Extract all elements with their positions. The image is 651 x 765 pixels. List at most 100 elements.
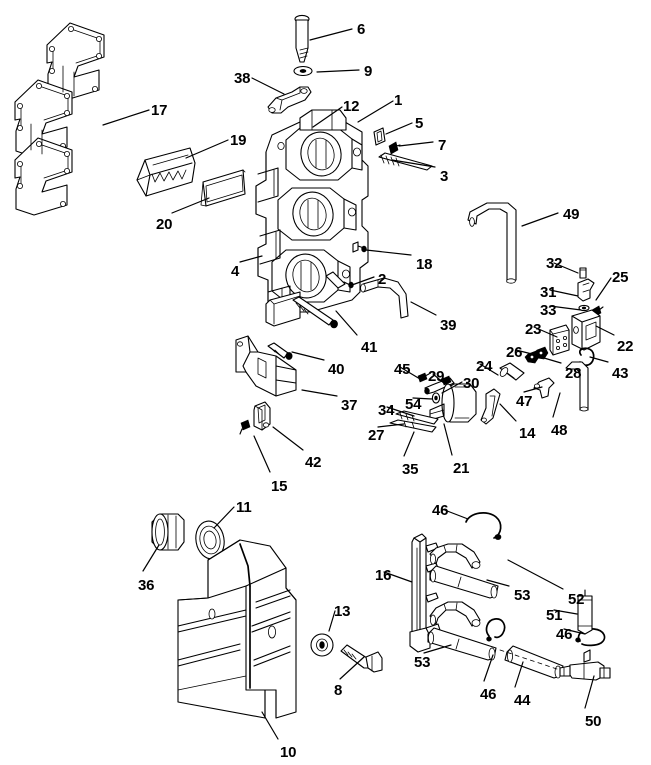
bolt-8: [340, 644, 383, 673]
callout-leader-lines: [102, 28, 615, 740]
callout-number-27: 27: [368, 427, 385, 444]
leader-line-21: [443, 423, 453, 456]
callout-number-45: 45: [394, 361, 411, 378]
callout-number-22: 22: [617, 338, 634, 355]
part-42: [253, 401, 271, 431]
cap-32: [579, 267, 587, 279]
callout-number-32: 32: [546, 255, 563, 272]
callout-number-17: 17: [151, 102, 168, 119]
callout-number-5: 5: [415, 115, 424, 132]
carburetor-body-4: [255, 109, 369, 327]
leader-line-38: [251, 77, 285, 95]
callout-number-36: 36: [138, 577, 155, 594]
leader-line-54: [412, 397, 433, 400]
washer-13: [310, 633, 334, 657]
leader-line-34: [386, 406, 415, 417]
hose-52-lower: [429, 601, 481, 627]
callout-number-24: 24: [476, 358, 493, 375]
leader-line-44: [514, 661, 524, 688]
leader-line-13: [328, 610, 336, 632]
leader-line-45: [399, 366, 421, 380]
callout-number-35: 35: [402, 461, 419, 478]
leader-line-6: [309, 28, 353, 41]
seal-36: [151, 513, 185, 551]
callout-number-46: 46: [432, 502, 449, 519]
callout-number-51: 51: [546, 607, 563, 624]
leader-line-30: [441, 381, 463, 394]
callout-number-23: 23: [525, 321, 542, 338]
leader-line-43: [589, 356, 609, 363]
callout-number-7: 7: [438, 137, 447, 154]
callout-number-8: 8: [334, 682, 343, 699]
callout-number-30: 30: [463, 375, 480, 392]
leader-line-14: [499, 403, 517, 422]
reed-block-19: [136, 147, 196, 197]
callout-number-1: 1: [394, 92, 403, 109]
bolt-6: [294, 14, 310, 63]
callout-number-48: 48: [551, 422, 568, 439]
callout-number-38: 38: [234, 70, 251, 87]
callout-number-33: 33: [540, 302, 557, 319]
leader-line-32: [553, 262, 579, 274]
leader-line-49: [521, 212, 559, 227]
leader-line-53: [423, 644, 452, 654]
reed-plate-20: [200, 169, 246, 207]
callout-number-25: 25: [612, 269, 629, 286]
leader-line-52: [507, 559, 564, 590]
cover-10: [177, 539, 297, 719]
leader-line-28: [543, 357, 562, 364]
valve-31: [577, 278, 595, 302]
leader-line-19: [185, 139, 229, 159]
callout-number-12: 12: [343, 98, 360, 115]
callout-number-4: 4: [231, 263, 240, 280]
callout-number-11: 11: [236, 499, 252, 516]
leader-line-47: [523, 386, 543, 393]
callout-number-46: 46: [480, 686, 497, 703]
leader-line-48: [552, 392, 561, 418]
spring-3: [378, 152, 433, 171]
bracket-37: [235, 335, 297, 397]
bolt-40: [267, 342, 293, 360]
leader-line-46: [441, 508, 469, 520]
leader-line-16: [383, 571, 413, 583]
callout-number-6: 6: [357, 21, 366, 38]
hose-48: [565, 361, 589, 412]
hose-53-lower: [427, 627, 497, 661]
leader-line-20: [171, 197, 210, 214]
leader-line-2: [351, 276, 375, 286]
callout-number-54: 54: [405, 396, 422, 413]
callout-number-43: 43: [612, 365, 629, 382]
screw-5: [373, 127, 386, 146]
callout-number-15: 15: [271, 478, 288, 495]
callout-number-28: 28: [565, 365, 582, 382]
leader-line-5: [385, 122, 413, 135]
leader-line-1: [357, 100, 394, 123]
callout-number-52: 52: [568, 591, 585, 608]
callout-number-9: 9: [364, 63, 373, 80]
leader-line-18: [365, 249, 412, 256]
hose-44: [504, 645, 564, 679]
hose-53-upper: [429, 565, 499, 599]
callout-number-26: 26: [506, 344, 523, 361]
leader-line-24: [479, 363, 499, 376]
callout-number-18: 18: [416, 256, 433, 273]
leader-line-42: [272, 426, 304, 451]
leader-line-15: [253, 435, 271, 473]
callout-number-16: 16: [375, 567, 392, 584]
leader-line-40: [291, 351, 325, 361]
leader-line-10: [261, 711, 279, 740]
leader-line-7: [398, 141, 434, 147]
leader-line-22: [595, 325, 615, 336]
leader-line-27: [377, 423, 405, 428]
hose-49: [467, 202, 517, 284]
leader-line-46: [483, 654, 494, 682]
leader-line-36: [142, 544, 160, 572]
leader-line-23: [533, 326, 558, 338]
leader-line-53: [486, 579, 510, 587]
leader-line-33: [549, 305, 582, 311]
callout-number-39: 39: [440, 317, 457, 334]
bracket-14: [480, 388, 501, 425]
callout-number-53: 53: [514, 587, 531, 604]
leader-line-11: [213, 506, 235, 529]
leader-line-31: [549, 289, 579, 297]
